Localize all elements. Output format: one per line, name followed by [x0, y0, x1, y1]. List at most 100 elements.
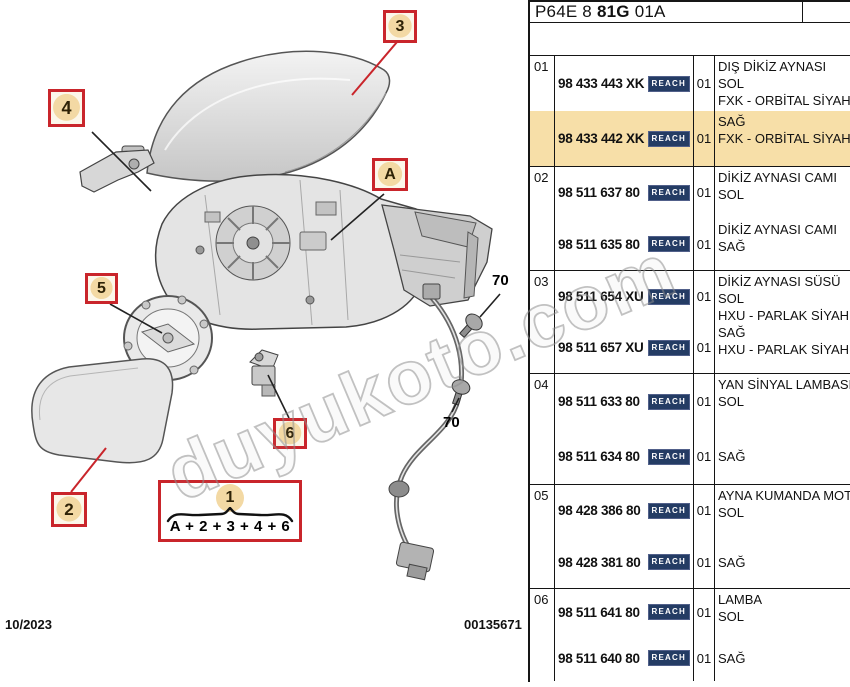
part-cell: 98 511 637 80 REACH [555, 167, 694, 219]
reach-badge[interactable]: REACH [647, 502, 690, 519]
reach-badge[interactable]: REACH [647, 130, 690, 147]
ref-number: 03 [534, 274, 549, 289]
part-number: 98 511 634 80 [558, 449, 640, 464]
description-line: SOL [718, 505, 745, 520]
ref-column-spacer [530, 167, 555, 219]
ref-number: 05 [534, 488, 549, 503]
reach-badge[interactable]: REACH [647, 339, 690, 356]
part-number: 98 428 386 80 [558, 503, 641, 519]
ref-column-spacer [530, 56, 555, 111]
reach-badge[interactable]: REACH [647, 75, 690, 92]
quantity-cell: 01 [694, 111, 715, 166]
assembly-legend: 1 A + 2 + 3 + 4 + 6 [158, 480, 302, 542]
description-line: LAMBA [718, 592, 763, 607]
bolt-label-70-lower: 70 [443, 414, 460, 431]
description-line: YAN SİNYAL LAMBASI [718, 377, 850, 392]
code-bold: 81G [596, 2, 630, 21]
quantity-cell: 01 [694, 56, 715, 111]
description-line: SAĞ [718, 325, 746, 340]
description-line: SAĞ [718, 238, 746, 254]
quantity-cell: 01 [694, 589, 715, 635]
part-cell: 98 511 641 80 REACH [555, 589, 694, 635]
ref-column-spacer [530, 589, 555, 635]
description-cell: LAMBA SOL [715, 589, 850, 635]
ref-column-spacer [530, 374, 555, 429]
part-number: 98 511 637 80 [558, 185, 640, 201]
reach-badge[interactable]: REACH [647, 650, 690, 666]
part-number: 98 511 635 80 [558, 236, 640, 252]
part-number: 98 511 657 XU [558, 340, 644, 355]
description-line: SOL [718, 76, 745, 91]
description-line: DIŞ DİKİZ AYNASI [718, 59, 827, 74]
quantity-cell: 01 [694, 429, 715, 484]
description-line: SAĞ [718, 650, 746, 666]
bolt-label-70-upper: 70 [492, 272, 509, 289]
description-line: HXU - PARLAK SİYAH [718, 342, 849, 357]
header-divider [802, 2, 803, 22]
part-number: 98 433 442 XK [558, 131, 645, 146]
callout-5: 5 [85, 273, 118, 304]
description-line: FXK - ORBİTAL SİYAHI [718, 131, 850, 146]
description-line: FXK - ORBİTAL SİYAHI [718, 93, 850, 108]
description-cell: SAĞ HXU - PARLAK SİYAH [715, 322, 850, 373]
ref-column-spacer [530, 485, 555, 537]
ref-number: 06 [534, 592, 549, 607]
diagram-area: 3 4 A 5 6 2 1 A + 2 + 3 + 4 + 6 70 70 10… [5, 10, 522, 632]
reach-badge[interactable]: REACH [647, 604, 690, 620]
description-line: SAĞ [718, 114, 746, 129]
code-suffix: 01A [634, 2, 666, 21]
ref-column-spacer [530, 635, 555, 681]
ref-column-spacer [530, 111, 555, 166]
part-number: 98 433 443 XK [558, 76, 645, 91]
header-gap-row [530, 23, 850, 56]
ref-number: 04 [534, 377, 549, 392]
reach-badge[interactable]: REACH [647, 236, 690, 253]
quantity-cell: 01 [694, 635, 715, 681]
part-number: 98 511 641 80 [558, 604, 640, 620]
quantity-cell: 01 [694, 218, 715, 270]
document-number: 00135671 [464, 617, 522, 632]
description-line: SOL [718, 187, 745, 202]
description-line: SOL [718, 609, 745, 624]
reach-badge[interactable]: REACH [647, 288, 690, 305]
description-line: DİKİZ AYNASI SÜSÜ [718, 274, 841, 289]
quantity-cell: 01 [694, 271, 715, 322]
description-line: HXU - PARLAK SİYAH [718, 308, 849, 322]
reach-badge[interactable]: REACH [647, 184, 690, 201]
quantity-cell: 01 [694, 536, 715, 588]
reach-badge[interactable]: REACH [647, 554, 690, 571]
part-cell: 98 511 635 80 REACH [555, 218, 694, 270]
reach-badge[interactable]: REACH [647, 448, 690, 465]
legend-formula: A + 2 + 3 + 4 + 6 [169, 518, 291, 535]
ref-number: 02 [534, 170, 549, 185]
reach-badge[interactable]: REACH [647, 393, 690, 410]
